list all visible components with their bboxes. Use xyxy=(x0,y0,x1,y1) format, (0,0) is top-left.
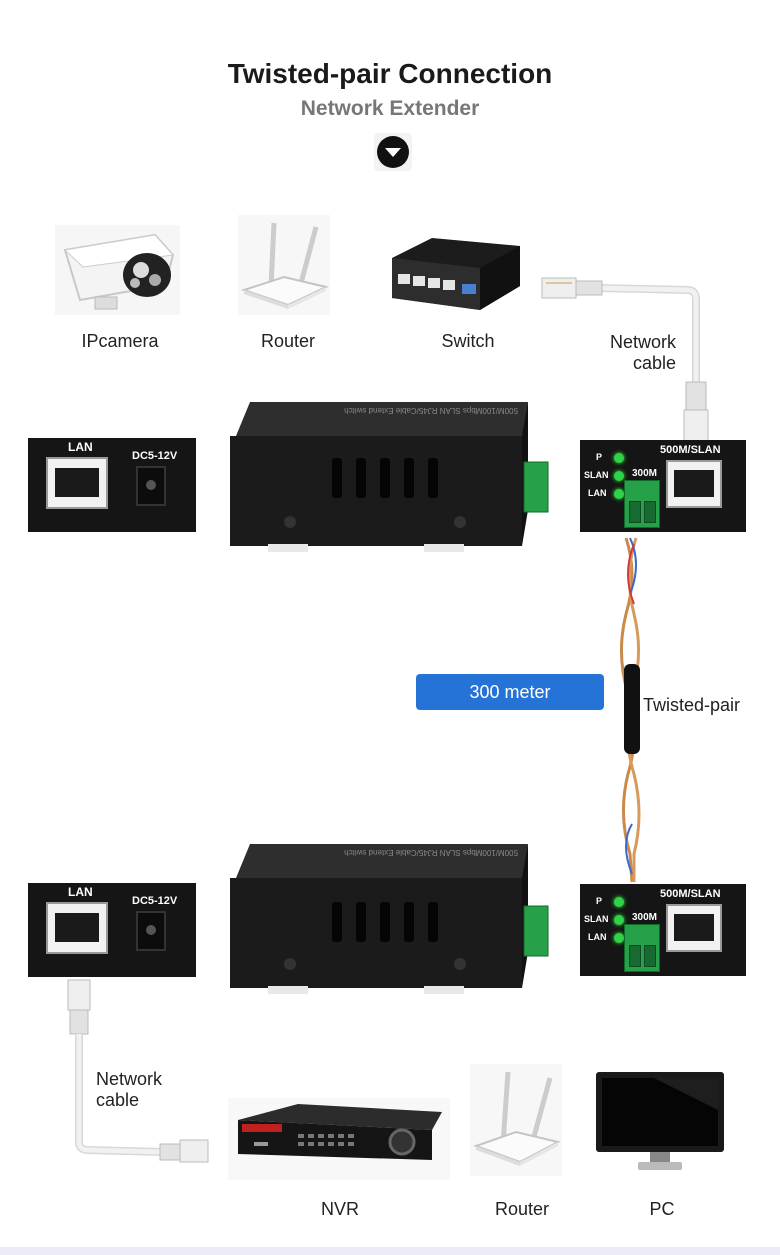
bottom-network-cable xyxy=(67,979,209,1163)
top-cable-label-text: Network cable xyxy=(609,332,676,373)
bottom-led-label-p: P xyxy=(596,896,603,906)
device-label-ipcamera: IPcamera xyxy=(81,331,159,351)
top-network-cable xyxy=(541,277,709,443)
top-back-port-label: 500M/SLAN xyxy=(660,444,721,456)
top-led-label-lan: LAN xyxy=(588,488,607,498)
top-extender-back-panel: 500M/SLAN P SLAN LAN 300M xyxy=(580,440,746,532)
diagram-subtitle: Network Extender xyxy=(300,97,480,120)
bottom-slan-port xyxy=(666,904,722,952)
bottom-terminal-block xyxy=(624,924,660,972)
bottom-edge-strip xyxy=(0,1247,780,1255)
nvr-icon xyxy=(228,1098,450,1180)
bottom-extender-enclosure xyxy=(230,844,549,994)
bottom-case-print: 500M/100Mbps SLAN RJ45/Cable Extend swit… xyxy=(344,848,518,857)
bottom-lan-port xyxy=(46,902,108,954)
top-led-p xyxy=(614,453,624,463)
bottom-lan-label: LAN xyxy=(68,885,93,899)
top-slan-port xyxy=(666,460,722,508)
pc-monitor-icon xyxy=(596,1072,724,1170)
device-label-pc: PC xyxy=(649,1199,675,1219)
bottom-led-label-slan: SLAN xyxy=(584,914,609,924)
device-label-router-bottom: Router xyxy=(494,1199,550,1219)
bottom-extender-front-panel: LAN DC5-12V xyxy=(28,883,196,977)
router-icon xyxy=(238,215,330,315)
top-led-lan xyxy=(614,489,624,499)
bottom-cable-label-text: Network cable xyxy=(96,1069,163,1110)
bottom-led-p xyxy=(614,897,624,907)
down-arrow-icon xyxy=(374,133,412,171)
bottom-term-label: 300M xyxy=(632,912,658,923)
bottom-led-lan xyxy=(614,933,624,943)
top-case-print: 500M/100Mbps SLAN RJ45/Cable Extend swit… xyxy=(344,406,518,415)
top-led-label-p: P xyxy=(596,452,603,462)
bottom-led-label-lan: LAN xyxy=(588,932,607,942)
top-term-label: 300M xyxy=(632,468,658,479)
twisted-pair-cable xyxy=(620,537,641,883)
bottom-led-slan xyxy=(614,915,624,925)
device-label-nvr: NVR xyxy=(320,1199,359,1219)
top-terminal-block xyxy=(624,480,660,528)
device-label-switch: Switch xyxy=(441,331,495,351)
bottom-back-port-label: 500M/SLAN xyxy=(660,888,721,900)
bottom-dc-jack xyxy=(136,911,166,951)
top-lan-label: LAN xyxy=(68,440,93,454)
bottom-dc-label: DC5-12V xyxy=(132,895,178,907)
bottom-network-cable-label: Network cable xyxy=(96,1069,206,1111)
top-dc-jack xyxy=(136,466,166,506)
top-extender-front-panel: LAN DC5-12V xyxy=(28,438,196,532)
router-icon-bottom xyxy=(470,1064,562,1176)
top-led-slan xyxy=(614,471,624,481)
bottom-extender-back-panel: 500M/SLAN P SLAN LAN 300M xyxy=(580,884,746,976)
diagram-title: Twisted-pair Connection xyxy=(227,58,553,89)
top-dc-label: DC5-12V xyxy=(132,450,178,462)
top-network-cable-label: Network cable xyxy=(568,332,676,374)
top-extender-enclosure xyxy=(230,402,549,552)
switch-icon xyxy=(392,238,520,310)
top-led-label-slan: SLAN xyxy=(584,470,609,480)
twisted-pair-label: Twisted-pair xyxy=(643,695,741,715)
ip-camera-icon xyxy=(55,225,180,315)
distance-badge: 300 meter xyxy=(416,674,604,710)
device-label-router-top: Router xyxy=(260,331,316,351)
top-lan-port xyxy=(46,457,108,509)
